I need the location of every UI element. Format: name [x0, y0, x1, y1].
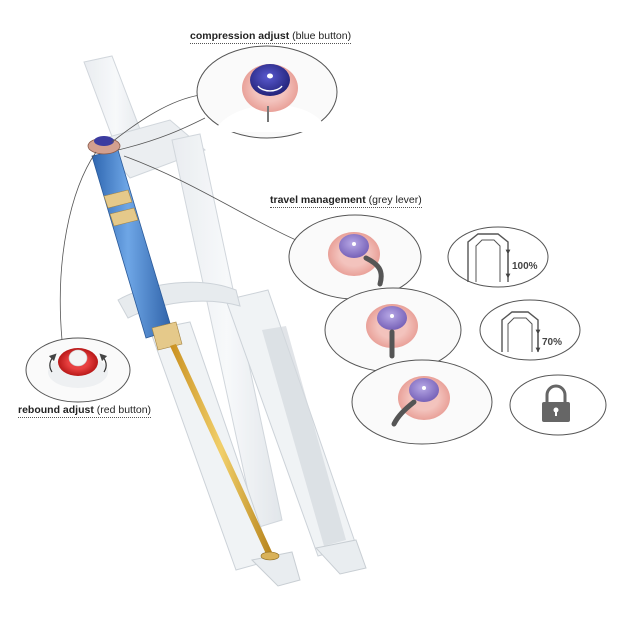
compression-title: compression adjust [190, 30, 290, 42]
lock-icon [542, 384, 570, 422]
travel-label-100: 100% [512, 261, 538, 272]
compression-leader-2 [117, 117, 206, 151]
travel-title: travel management [270, 194, 366, 206]
fork-ghost-body [83, 55, 367, 587]
travel-note: (grey lever) [368, 194, 422, 206]
travel-leader [123, 155, 297, 241]
rebound-label: rebound adjust (red button) [18, 404, 152, 418]
compression-note: (blue button) [292, 30, 352, 42]
travel-diagram-lock [509, 374, 607, 436]
rebound-rod [170, 344, 280, 561]
rebound-title: rebound adjust [18, 404, 94, 416]
compression-label: compression adjust (blue button) [190, 30, 352, 44]
travel-callout-lock [351, 359, 493, 445]
compression-callout [196, 45, 338, 139]
rebound-leader [59, 151, 97, 341]
travel-diagram-100 [447, 226, 549, 288]
rebound-note: (red button) [96, 404, 152, 416]
travel-callout-70 [324, 287, 462, 373]
leader-lines [59, 94, 297, 341]
travel-label-70: 70% [542, 337, 562, 348]
rebound-callout [25, 337, 131, 403]
compression-leader [111, 94, 201, 143]
blue-damper-tube [87, 136, 183, 351]
travel-label: travel management (grey lever) [270, 194, 422, 208]
travel-diagram-70 [479, 299, 581, 361]
travel-callout-100 [288, 214, 422, 300]
